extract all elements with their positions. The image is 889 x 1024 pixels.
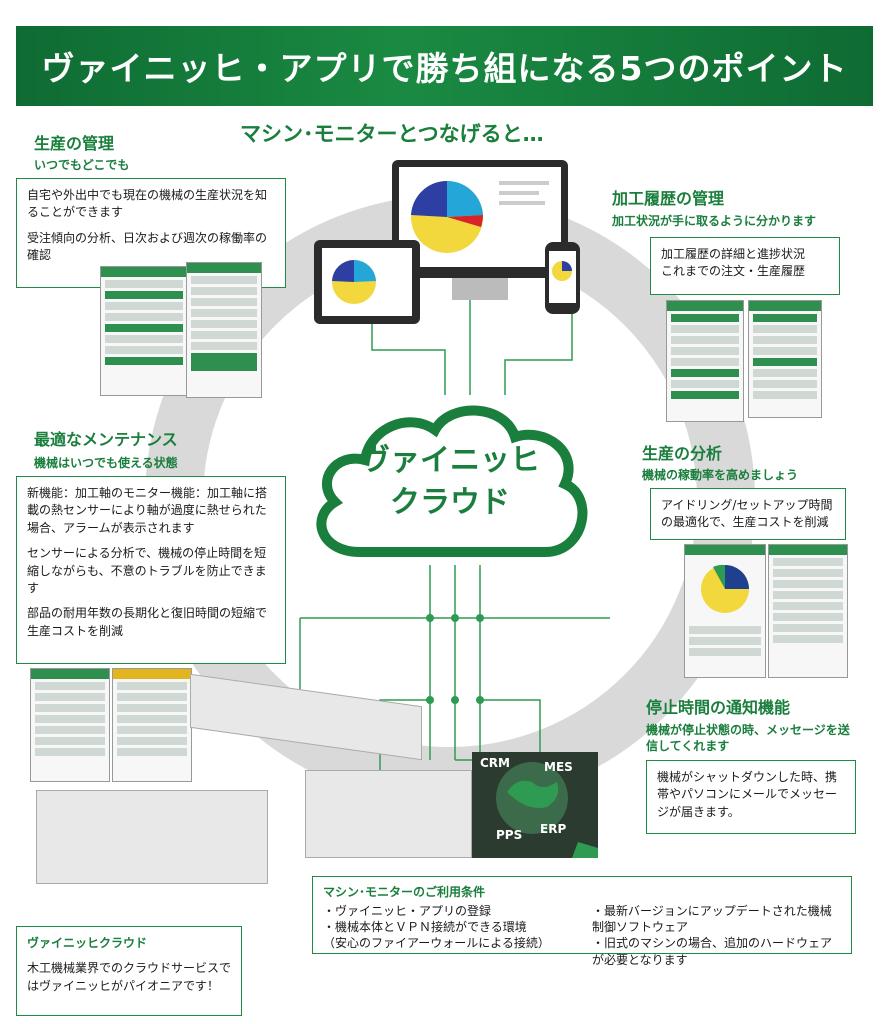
erp-label: ERP xyxy=(540,822,567,836)
conditions-left-list: ・ヴァイニッヒ・アプリの登録 ・機械本体とＶＰＮ接続ができる環境 （安心のファイ… xyxy=(323,903,592,968)
history-mgmt-text-1: 加工履歴の詳細と進捗状況 xyxy=(661,247,806,261)
machine-image xyxy=(305,770,472,858)
conditions-right-list: ・最新バージョンにアップデートされた機械制御ソフトウェア ・旧式のマシンの場合、… xyxy=(592,903,841,968)
production-mgmt-text-2: 受注傾向の分析、日次および週次の稼働率の確認 xyxy=(27,230,268,263)
maintenance-sub: 機械はいつでも使える状態 xyxy=(34,456,178,470)
page-subtitle: マシン･モニターとつなげると… xyxy=(240,122,544,146)
crm-label: CRM xyxy=(480,756,510,770)
conditions-item: ・ヴァイニッヒ・アプリの登録 xyxy=(323,904,492,918)
downtime-title: 停止時間の通知機能 xyxy=(646,698,791,717)
pie-chart-icon xyxy=(701,564,749,613)
downtime-box: 機械がシャットダウンした時、携帯やパソコンにメールでメッセージが届きます。 xyxy=(646,760,856,834)
maintenance-text-2: センサーによる分析で、機械の停止時間を短縮しながらも、不意のトラブルを防止できま… xyxy=(27,546,267,595)
tablet-device xyxy=(314,240,420,324)
app-screenshot xyxy=(666,300,744,422)
conditions-item: ・旧式のマシンの場合、追加のハードウェアが必要となります xyxy=(591,936,832,967)
maintenance-text-3: 部品の耐用年数の長期化と復旧時間の短縮で生産コストを削減 xyxy=(27,606,268,638)
production-mgmt-text-1: 自宅や外出中でも現在の機械の生産状況を知ることができます xyxy=(27,188,268,220)
app-screenshot xyxy=(186,262,262,398)
analysis-sub: 機械の稼動率を高めましょう xyxy=(642,468,799,482)
cloud-info-text: 木工機械業界でのクラウドサービスではヴァイニッヒがパイオニアです！ xyxy=(27,961,232,993)
app-screenshot xyxy=(30,668,110,782)
world-map-icon: CRM MES PPS ERP xyxy=(472,752,598,858)
app-screenshot xyxy=(748,300,822,418)
analysis-text-1: アイドリング/セットアップ時間の最適化で、生産コストを削減 xyxy=(661,498,833,530)
app-screenshot xyxy=(100,266,188,396)
cloud-label-line1: ヴァイニッヒ xyxy=(360,443,540,478)
conditions-item: ・機械本体とＶＰＮ接続ができる環境 xyxy=(323,920,527,935)
pps-label: PPS xyxy=(496,828,523,842)
history-mgmt-sub: 加工状況が手に取るように分かります xyxy=(612,214,817,228)
conditions-box: マシン･モニターのご利用条件 ・ヴァイニッヒ・アプリの登録 ・機械本体とＶＰＮ接… xyxy=(312,876,852,967)
conditions-item: （安心のファイアーウォールによる接続） xyxy=(323,936,550,951)
cloud-icon xyxy=(316,405,588,557)
history-mgmt-title: 加工履歴の管理 xyxy=(612,189,725,208)
analysis-box: アイドリング/セットアップ時間の最適化で、生産コストを削減 xyxy=(650,488,846,540)
header-banner: ヴァイニッヒ・アプリで勝ち組になる5つのポイント xyxy=(16,26,873,106)
app-screenshot xyxy=(112,668,192,782)
pie-chart-icon xyxy=(332,260,376,304)
cloud-info-box: ヴァイニッヒクラウド 木工機械業界でのクラウドサービスではヴァイニッヒがパイオニ… xyxy=(16,926,242,1016)
conditions-title: マシン･モニターのご利用条件 xyxy=(323,885,486,899)
downtime-sub: 機械が停止状態の時、メッセージを送信してくれます xyxy=(646,723,850,754)
cloud-label-line2: クラウド xyxy=(390,485,510,520)
production-mgmt-sub: いつでもどこでも xyxy=(34,158,130,172)
monitor-stand xyxy=(452,278,508,300)
conditions-item: ・最新バージョンにアップデートされた機械制御ソフトウェア xyxy=(591,904,832,935)
cloud-info-title: ヴァイニッヒクラウド xyxy=(27,936,148,950)
downtime-text-1: 機械がシャットダウンした時、携帯やパソコンにメールでメッセージが届きます。 xyxy=(657,770,838,819)
globe-icon xyxy=(496,762,598,858)
app-screenshot xyxy=(768,544,848,678)
machine-image xyxy=(36,790,268,884)
maintenance-box: 新機能：加工軸のモニター機能：加工軸に搭載の熱センサーにより軸が過度に熱せられた… xyxy=(16,476,286,664)
mes-label: MES xyxy=(544,760,573,774)
maintenance-title: 最適なメンテナンス xyxy=(34,430,178,449)
app-screenshot xyxy=(684,544,766,678)
pie-chart-icon xyxy=(411,180,549,253)
page-title: ヴァイニッヒ・アプリで勝ち組になる5つのポイント xyxy=(41,49,848,88)
pie-chart-icon xyxy=(552,261,572,281)
history-mgmt-text-2: これまでの注文・生産履歴 xyxy=(661,264,806,279)
history-mgmt-box: 加工履歴の詳細と進捗状況 これまでの注文・生産履歴 xyxy=(650,237,840,295)
production-mgmt-title: 生産の管理 xyxy=(34,134,115,153)
desktop-monitor xyxy=(392,160,568,278)
maintenance-text-1: 新機能：加工軸のモニター機能：加工軸に搭載の熱センサーにより軸が過度に熱せられた… xyxy=(27,486,268,535)
cloud-label: ヴァイニッヒ クラウド xyxy=(345,440,555,524)
analysis-title: 生産の分析 xyxy=(642,444,723,463)
smartphone-device xyxy=(545,242,580,314)
